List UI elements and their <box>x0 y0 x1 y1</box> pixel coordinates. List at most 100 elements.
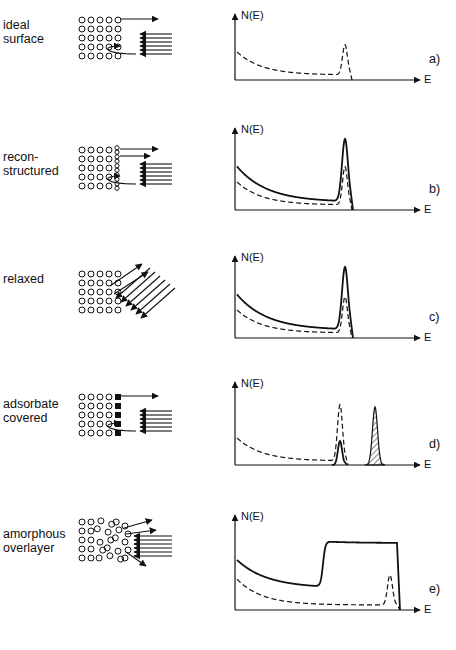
atom <box>79 519 85 525</box>
atom <box>79 280 85 286</box>
reference-spectrum <box>237 45 352 80</box>
atom <box>88 35 94 41</box>
atom <box>88 307 94 313</box>
atom <box>79 394 85 400</box>
atom <box>79 183 85 189</box>
axis-line <box>235 209 420 210</box>
reference-spectrum <box>237 297 352 338</box>
atom <box>79 165 85 171</box>
axis-line <box>234 256 235 338</box>
reference-spectrum <box>237 167 352 210</box>
atom <box>115 177 119 181</box>
atom <box>79 271 85 277</box>
axis-line <box>235 609 420 610</box>
scattered-beam <box>126 530 156 534</box>
scattered-beam <box>108 423 136 431</box>
atom <box>105 529 111 535</box>
atom <box>79 546 85 552</box>
atom <box>79 403 85 409</box>
atom <box>88 53 94 59</box>
incident-beam <box>134 539 172 540</box>
atom <box>97 298 103 304</box>
figure <box>79 14 420 610</box>
atom <box>106 26 112 32</box>
atom <box>79 174 85 180</box>
atom <box>106 394 112 400</box>
incident-beam <box>134 551 172 552</box>
axis-label: N(E) <box>241 123 264 136</box>
panel-letter: c) <box>429 310 439 324</box>
incident-beam <box>140 175 172 176</box>
incident-beam <box>134 547 172 548</box>
scattered-beam <box>120 148 158 149</box>
atom <box>88 537 94 543</box>
panel <box>79 128 420 210</box>
atom <box>97 165 103 171</box>
scattered-beam <box>126 552 146 566</box>
axis-line <box>234 515 235 610</box>
atom <box>79 17 85 23</box>
panel-letter: e) <box>429 582 440 596</box>
atom <box>88 271 94 277</box>
axis-label: E <box>424 331 431 344</box>
panel <box>79 256 420 338</box>
atom <box>79 528 85 534</box>
surface-label: adsorbate covered <box>3 397 69 426</box>
atom <box>88 412 94 418</box>
atom <box>122 555 128 561</box>
incident-beam <box>121 272 155 302</box>
atom <box>115 168 119 172</box>
atom <box>79 26 85 32</box>
atom <box>97 156 103 162</box>
axis-line <box>235 464 420 465</box>
surface-label: ideal surface <box>3 18 69 47</box>
scattered-beam <box>124 520 152 528</box>
atom <box>97 421 103 427</box>
adsorbate-atom <box>115 403 121 409</box>
atom <box>94 526 100 532</box>
adsorbate-atom <box>115 421 121 427</box>
atom <box>88 174 94 180</box>
atom <box>113 519 119 525</box>
panel-letter: b) <box>429 182 440 196</box>
atom <box>79 289 85 295</box>
scattered-beam <box>120 155 150 156</box>
incident-beam <box>140 414 172 415</box>
adsorbate-peak <box>365 407 385 465</box>
atom <box>79 421 85 427</box>
atom <box>79 412 85 418</box>
surface-label: amorphous overlayer <box>3 527 69 556</box>
atom <box>79 44 85 50</box>
atom <box>104 545 110 551</box>
atom <box>88 403 94 409</box>
axis-label: N(E) <box>241 377 264 390</box>
incident-beam <box>136 284 170 314</box>
incident-beam <box>141 288 175 318</box>
incident-beam <box>140 430 172 431</box>
scattered-beam <box>120 395 158 396</box>
incident-beam <box>140 179 172 180</box>
axis-line <box>235 337 420 338</box>
incident-beam <box>131 280 165 310</box>
atom <box>88 546 94 552</box>
axis-label: N(E) <box>241 510 264 523</box>
atom <box>79 35 85 41</box>
atom <box>79 430 85 436</box>
scattered-beam <box>120 18 158 19</box>
atom <box>115 548 121 554</box>
atom <box>88 165 94 171</box>
atom <box>116 527 122 533</box>
incident-beam <box>140 418 172 419</box>
atom <box>88 430 94 436</box>
atom <box>97 430 103 436</box>
incident-beam <box>134 555 172 556</box>
atom <box>88 298 94 304</box>
axis-line <box>234 14 235 80</box>
atom <box>88 26 94 32</box>
incident-beam <box>140 171 172 172</box>
incident-beam <box>140 45 172 46</box>
axis-label: E <box>424 603 431 616</box>
atom <box>88 147 94 153</box>
atom <box>115 26 121 32</box>
